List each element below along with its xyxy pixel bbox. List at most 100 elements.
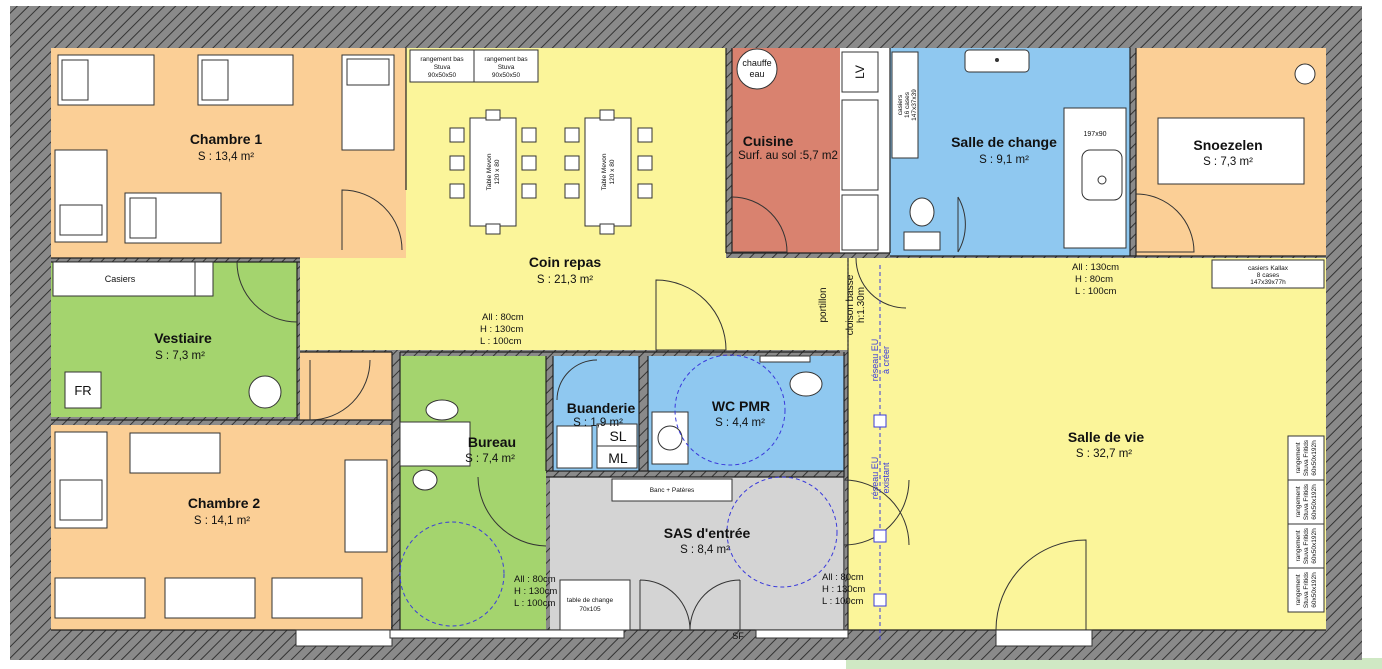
portillon-label: portillon [818, 287, 829, 322]
rangement-bas-2-label2: Stuva [498, 64, 515, 71]
door-salle-vie-sas[interactable] [843, 479, 910, 546]
dims-coin-l: L : 100cm [480, 336, 521, 347]
table-change-label: table de change [567, 597, 614, 604]
door-snoezelen[interactable] [1135, 193, 1195, 253]
rangement-stuva-stack [1287, 435, 1325, 613]
window-bottom-mid [389, 629, 625, 639]
stuva-2-label3: 60x50x192h [1311, 484, 1318, 520]
table-mevon-1 [469, 117, 517, 227]
window-bottom-right [755, 629, 849, 639]
table-mevon-2 [584, 117, 632, 227]
casiers-label: Casiers [105, 274, 136, 284]
bureau-title: Bureau [468, 434, 516, 450]
door-wc-pmr[interactable] [655, 279, 727, 351]
stuva-2-label: rangement [1295, 486, 1302, 517]
door-cuisine[interactable] [731, 196, 788, 253]
dims-coin-h: H : 130cm [480, 324, 523, 335]
snoezelen-lamp [1294, 63, 1316, 85]
snoezelen-matelas [1157, 117, 1305, 185]
door-chambre-1[interactable] [341, 189, 403, 251]
door-vestiaire[interactable] [236, 261, 298, 323]
dims-bureau-all: All : 80cm [514, 574, 556, 585]
ml-label: ML [608, 450, 628, 466]
fr-label: FR [74, 383, 91, 398]
bed [344, 459, 388, 553]
bureau-chair [425, 399, 459, 421]
fauteuil [248, 375, 282, 409]
wc-pmr-title: WC PMR [712, 398, 770, 414]
chauffe-eau [736, 48, 778, 90]
chambre-1-surface: S : 13,4 m² [198, 151, 254, 163]
door-sas-2 [843, 479, 910, 546]
bath-size-label: 197x90 [1084, 131, 1107, 138]
stuva-3-label3: 60x50x192h [1311, 528, 1318, 564]
chambre-2-title: Chambre 2 [188, 495, 261, 511]
bureau-chair-2 [412, 469, 438, 491]
chauffe-eau-label2: eau [749, 69, 764, 79]
stuva-3-label2: Stuva Fritids [1303, 527, 1310, 564]
room-coin-repas-bottom [300, 258, 848, 350]
room-salle-de-vie[interactable] [848, 258, 1326, 630]
dims-sas-h: H : 130cm [822, 584, 865, 595]
frigo [64, 371, 102, 409]
buanderie-sink [556, 425, 593, 469]
rangement-bas-2-label3: 90x50x50 [492, 72, 521, 79]
stuva-3-label: rangement [1295, 530, 1302, 561]
door-salle-de-change[interactable] [957, 196, 966, 253]
banc-pateres [611, 478, 733, 502]
stuva-4-label3: 60x50x192h [1311, 572, 1318, 608]
salle-de-change-surface: S : 9,1 m² [979, 154, 1029, 166]
rangement-bas-2-label: rangement bas [484, 56, 528, 63]
dims-bureau-l: L : 100cm [514, 598, 555, 609]
turning-circle-bureau [399, 521, 505, 627]
rangement-bas-1-label3: 90x50x50 [428, 72, 457, 79]
entrance-door-right[interactable] [689, 579, 741, 631]
snoezelen-title: Snoezelen [1193, 137, 1262, 153]
dining-tables [449, 109, 653, 235]
portillon-door[interactable] [855, 257, 907, 309]
pillow [346, 58, 390, 86]
coin-repas-title: Coin repas [529, 254, 602, 270]
kallax-1-label2: 16 cases [904, 91, 911, 118]
dims-snoez-all: All : 130cm [1072, 262, 1119, 273]
door-buanderie[interactable] [556, 359, 598, 401]
dims-sas-all: All : 80cm [822, 572, 864, 583]
rangement-bas-1 [409, 49, 475, 83]
chambre-2-furniture [54, 359, 388, 619]
door-bureau[interactable] [477, 476, 547, 547]
chauffe-eau-label: chauffe [742, 58, 771, 68]
kallax-2-label3: 147x39x77h [1250, 279, 1286, 286]
grab-bar [759, 355, 811, 363]
window-salle-vie [995, 629, 1093, 647]
entrance-door-left[interactable] [639, 579, 691, 631]
buanderie-title: Buanderie [567, 400, 636, 416]
bed [271, 577, 363, 619]
stuva-1-label2: Stuva Fritids [1303, 439, 1310, 476]
kallax-2-label: casiers Kallax [1248, 265, 1289, 272]
pillow [61, 59, 89, 101]
pillow [201, 59, 229, 101]
door-chambre-2[interactable] [309, 359, 371, 421]
room-coin-repas-top[interactable] [406, 48, 726, 258]
sas-surface: S : 8,4 m² [680, 544, 730, 556]
chambre-2-surface: S : 14,1 m² [194, 515, 250, 527]
kallax-1-label: casiers [897, 94, 904, 115]
dims-snoez-l: L : 100cm [1075, 286, 1116, 297]
coin-repas-surface: S : 21,3 m² [537, 274, 593, 286]
dims-bureau-h: H : 130cm [514, 586, 557, 597]
buanderie-surface: S : 1,9 m² [573, 417, 623, 429]
banc-label: Banc + Patères [650, 487, 695, 494]
pillow [59, 204, 103, 236]
dims-coin-all: All : 80cm [482, 312, 524, 323]
exterior-grass [846, 658, 1382, 669]
plan-travail [841, 194, 879, 251]
dims-sas-l: L : 100cm [822, 596, 863, 607]
salle-de-vie-title: Salle de vie [1068, 429, 1144, 445]
room-bureau[interactable] [400, 356, 546, 630]
pillow [59, 479, 103, 521]
door-salle-de-vie[interactable] [995, 539, 1087, 631]
sas-title: SAS d'entrée [664, 525, 751, 541]
rangement-bas-2 [473, 49, 539, 83]
cuisine-surface: Surf. au sol :5,7 m2 [738, 150, 838, 162]
